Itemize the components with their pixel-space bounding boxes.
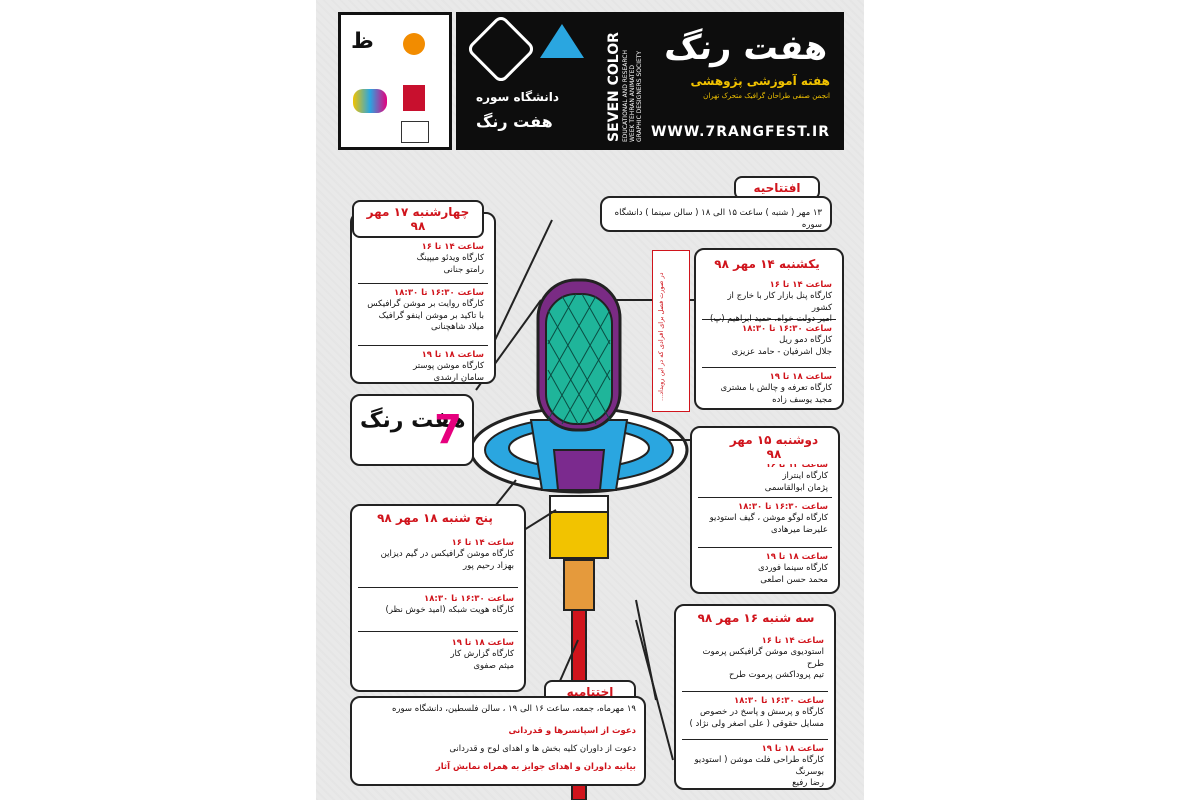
- mic-body-purple: [552, 449, 606, 491]
- wednesday-label: چهارشنبه ۱۷ مهر ۹۸: [352, 200, 484, 238]
- logo-seven-icon: 7: [434, 407, 462, 453]
- university-name: دانشگاه سوره: [476, 90, 560, 104]
- opening-box: ۱۳ مهر ( شنبه ) ساعت ۱۵ الی ۱۸ ( سالن سی…: [600, 196, 832, 232]
- colorful-logo-icon: [540, 24, 584, 58]
- banner-small-logo: هفت رنگ: [476, 112, 553, 131]
- festival-url: WWW.7RANGFEST.IR: [650, 124, 830, 140]
- sponsor-logo-1: ظ: [351, 29, 374, 54]
- mic-connector: [563, 559, 595, 611]
- closing-line-2: دعوت از اسپانسرها و قدردانی: [508, 726, 636, 736]
- thursday-box: ساعت ۱۴ تا ۱۶ کارگاه موشن گرافیکس در گیم…: [350, 504, 526, 692]
- monday-label: دوشنبه ۱۵ مهر ۹۸: [716, 430, 832, 464]
- tuesday-session-1: ساعت ۱۴ تا ۱۶ استودیوی موشن گرافیکس پرمو…: [682, 634, 828, 692]
- microphone-illustration: [469, 219, 696, 800]
- logo-box: هفت رنگ 7: [350, 394, 474, 466]
- monday-session-2: ساعت ۱۶:۳۰ تا ۱۸:۳۰ کارگاه لوگو موشن ، گ…: [698, 500, 832, 548]
- tuesday-session-2: ساعت ۱۶:۳۰ تا ۱۸:۳۰ کارگاه و پرسش و پاسخ…: [682, 694, 828, 740]
- thursday-label: پنج شنبه ۱۸ مهر ۹۸: [352, 508, 518, 528]
- festival-subtitle: هفته آموزشی پژوهشی: [690, 74, 830, 88]
- sponsor-logo-kofo-icon: [353, 89, 387, 113]
- tuesday-box: ساعت ۱۴ تا ۱۶ استودیوی موشن گرافیکس پرمو…: [674, 604, 836, 790]
- sponsor-logo-orange-icon: [403, 33, 425, 55]
- thursday-session-2: ساعت ۱۶:۳۰ تا ۱۸:۳۰ کارگاه هویت شبکه (ام…: [358, 592, 518, 632]
- festival-organizer: انجمن صنفی طراحان گرافیک متحرک تهران: [703, 92, 830, 100]
- logo-text: هفت رنگ: [360, 408, 466, 433]
- main-banner: دانشگاه سوره هفت رنگ SEVEN COLOR EDUCATI…: [456, 12, 844, 150]
- tuesday-label: سه شنبه ۱۶ مهر ۹۸: [686, 608, 826, 628]
- sponsor-logos-panel: ظ: [338, 12, 452, 150]
- side-note-box: در صورت فصل برای افرادی که در این رویداد…: [652, 250, 690, 412]
- wednesday-session-2: ساعت ۱۶:۳۰ تا ۱۸:۳۰ کارگاه روایت بر موشن…: [358, 286, 488, 346]
- sponsor-logo-red-icon: [403, 85, 425, 111]
- closing-line-3: دعوت از داوران کلیه بخش ها و اهدای لوح و…: [449, 744, 636, 754]
- poster: ظ دانشگاه سوره هفت رنگ SEVEN COLOR EDUCA…: [316, 0, 864, 800]
- thursday-session-1: ساعت ۱۴ تا ۱۶ کارگاه موشن گرافیکس در گیم…: [358, 536, 518, 588]
- closing-box: ۱۹ مهرماه، جمعه، ساعت ۱۶ الی ۱۹ ، سالن ف…: [350, 696, 646, 786]
- closing-line-4: بیانیه داوران و اهدای جوایز به همراه نما…: [435, 762, 636, 772]
- opening-text: ۱۳ مهر ( شنبه ) ساعت ۱۵ الی ۱۸ ( سالن سی…: [614, 208, 822, 230]
- sunday-session-3: ساعت ۱۸ تا ۱۹ کارگاه تعرفه و چالش با مشت…: [720, 372, 833, 405]
- sunday-session-1: ساعت ۱۴ تا ۱۶ کارگاه پنل بازار کار با خا…: [702, 278, 836, 324]
- sunday-box: ساعت ۱۴ تا ۱۶ کارگاه پنل بازار کار با خا…: [694, 248, 844, 410]
- closing-line-1: ۱۹ مهرماه، جمعه، ساعت ۱۶ الی ۱۹ ، سالن ف…: [391, 704, 636, 714]
- tuesday-session-3: ساعت ۱۸ تا ۱۹ کارگاه طراحی فلت موشن ( اس…: [694, 744, 824, 789]
- mic-handle-band: [549, 495, 609, 513]
- side-note-text: در صورت فصل برای افرادی که در این رویداد…: [657, 272, 665, 401]
- mic-head-grille: [545, 293, 613, 425]
- sponsor-logo-square-icon: [401, 121, 429, 143]
- mic-grille-pattern: [547, 293, 611, 425]
- sunday-label: یکشنبه ۱۴ مهر ۹۸: [702, 254, 832, 274]
